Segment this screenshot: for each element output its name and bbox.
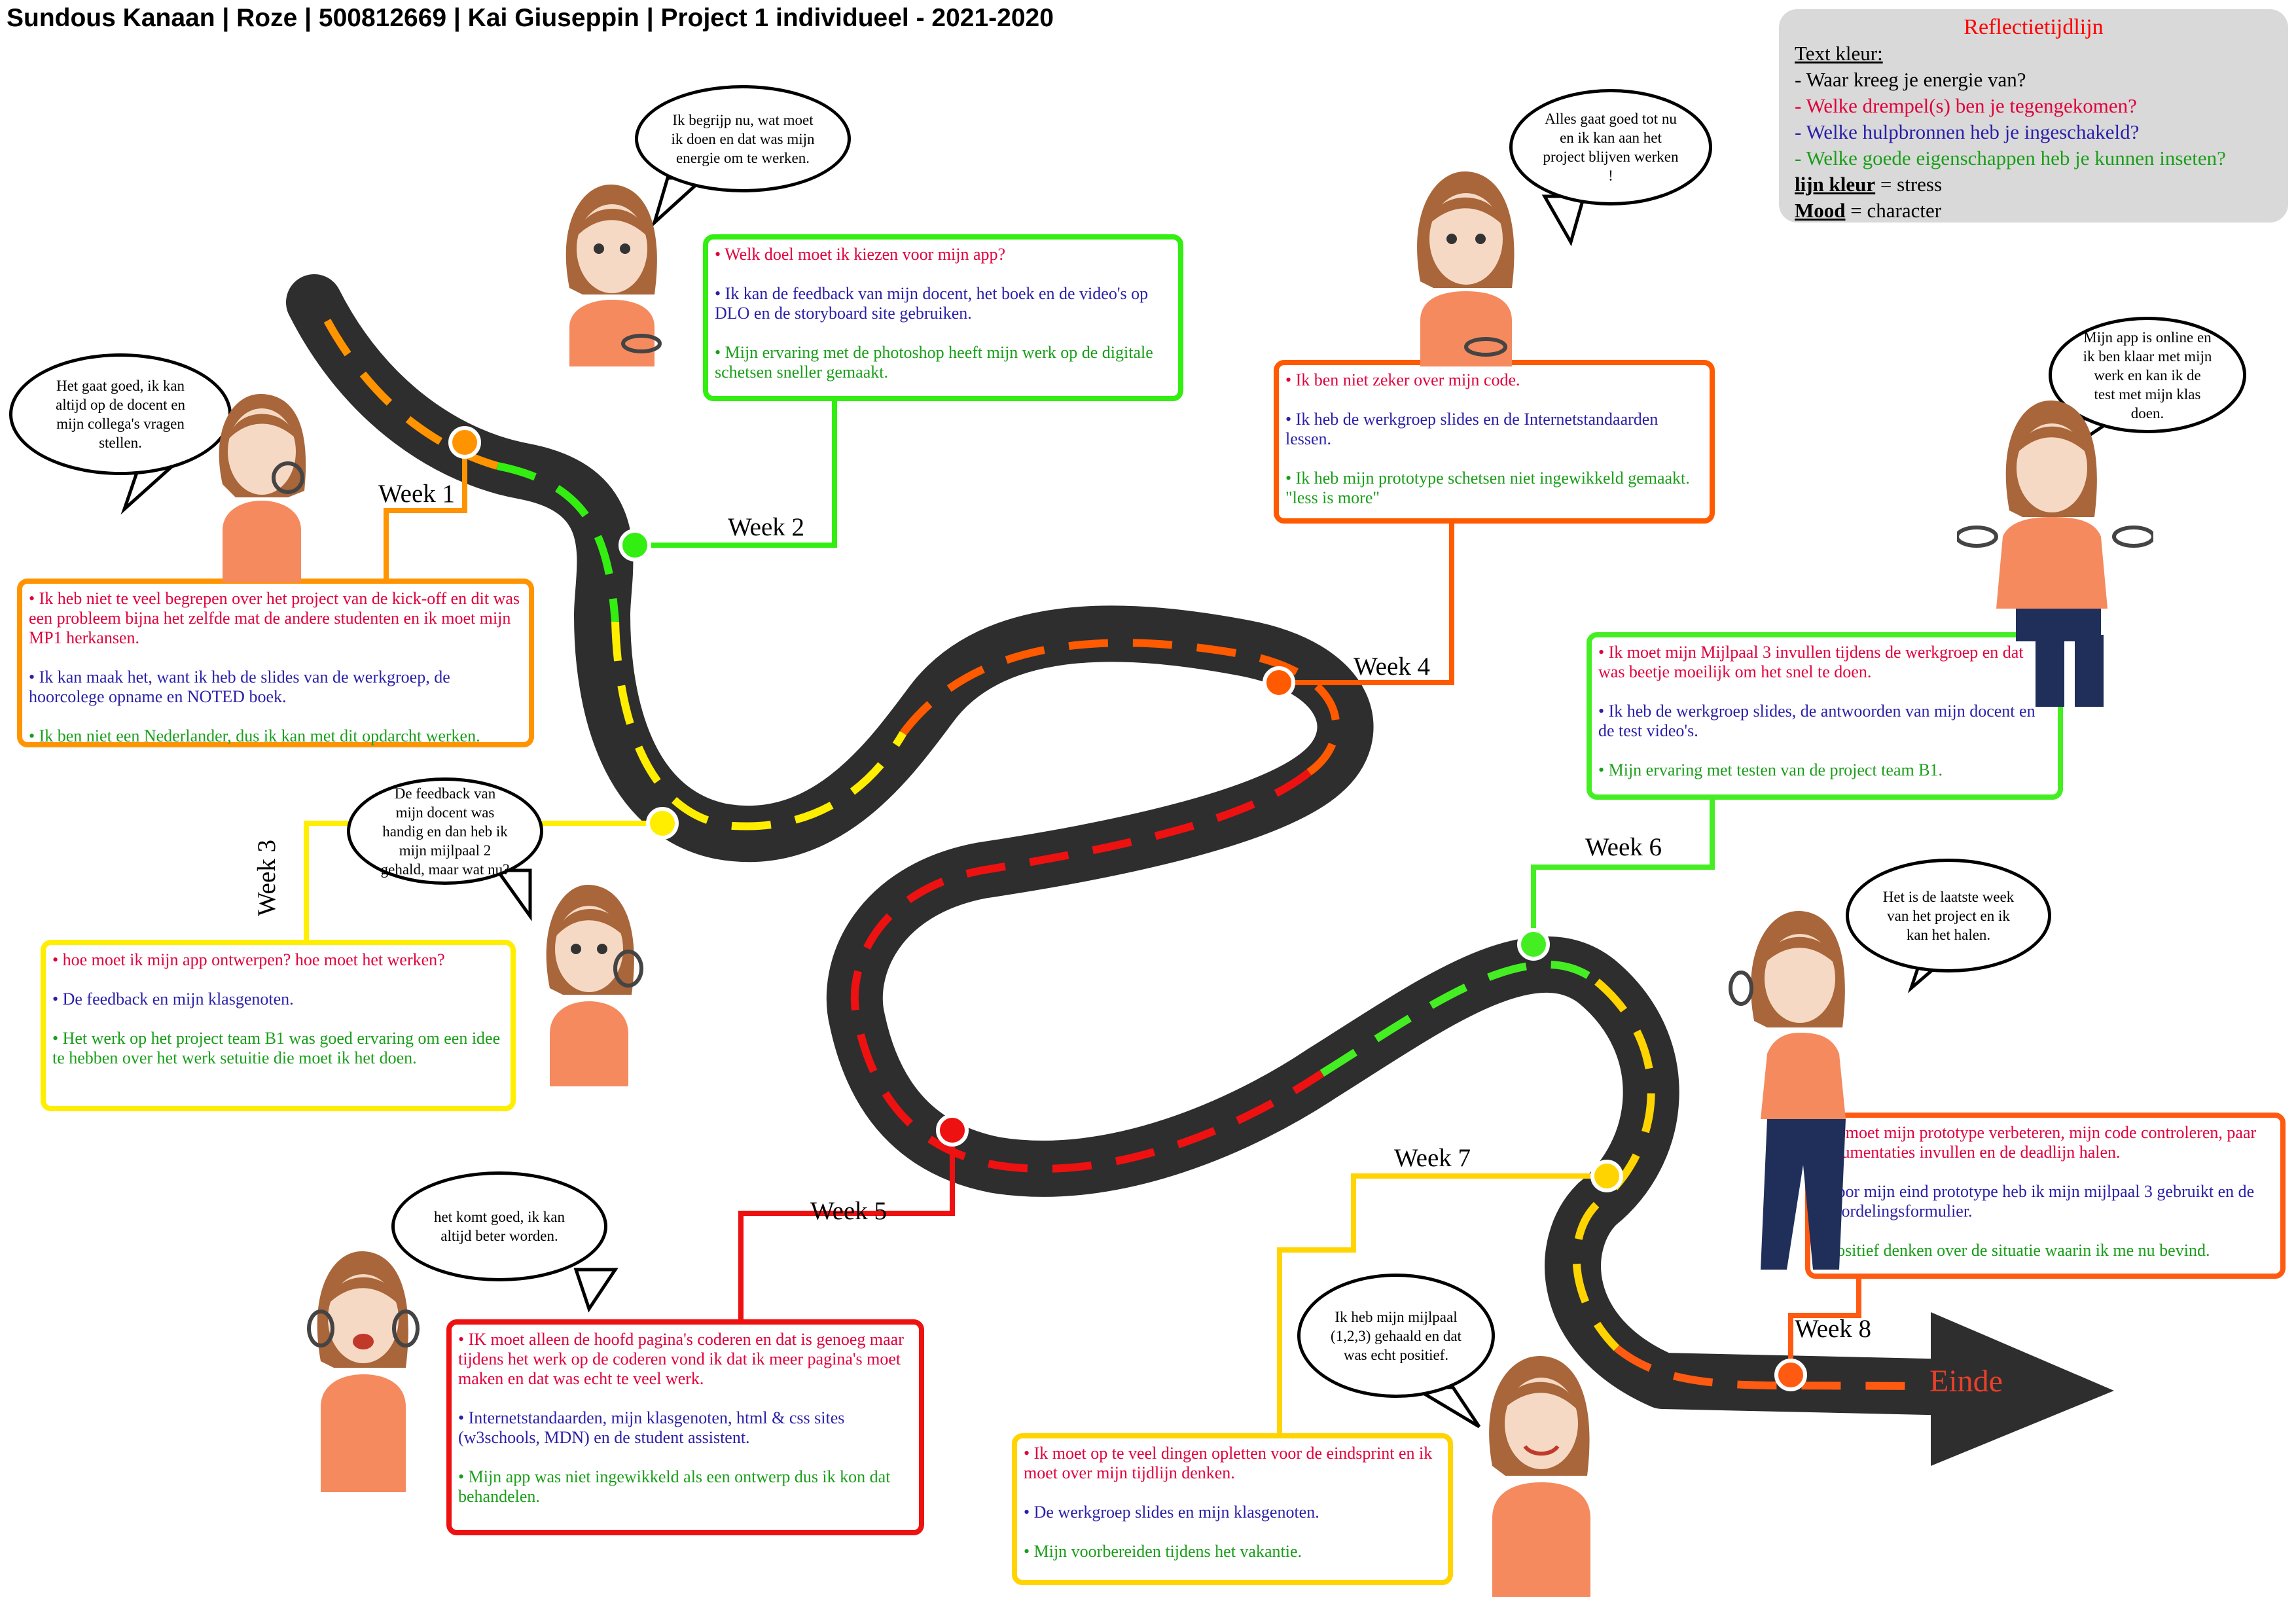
week3-drempel: • hoe moet ik mijn app ontwerpen? hoe mo… [52,950,445,969]
week2-speech-bubble: Ik begrijp nu, wat moet ik doen en dat w… [635,85,851,192]
week4-drempel: • Ik ben niet zeker over mijn code. [1285,370,1520,389]
week5-speech-bubble: het komt goed, ik kan altijd beter worde… [391,1171,607,1281]
legend-box: Reflectietijdlijn Text kleur: - Waar kre… [1779,9,2288,223]
week-label-3: Week 3 [253,839,281,916]
legend-question-1: - Waar kreeg je energie van? [1795,68,2026,91]
character-week2 [565,184,662,366]
road-line-week8 [1614,1345,1918,1390]
week2-eigenschappen: • Mijn ervaring met de photoshop heeft m… [715,343,1153,382]
week6-hulpbronnen: • Ik heb de werkgroep slides, de antwoor… [1598,702,2036,740]
connector-week5 [738,1130,955,1319]
week-label-5: Week 5 [810,1197,888,1225]
connector-week3 [304,821,662,940]
page-title: Sundous Kanaan | Roze | 500812669 | Kai … [7,4,1054,32]
week8-drempel: • Ik moet mijn prototype verbeteren, mij… [1817,1123,2257,1162]
marker-week8 [1774,1359,1807,1391]
character-week5 [307,1251,420,1492]
connector-week7 [1277,1173,1607,1433]
road-arrow [1931,1312,2114,1466]
week4-box: • Ik ben niet zeker over mijn code. • Ik… [1274,360,1715,524]
week3-hulpbronnen: • De feedback en mijn klasgenoten. [52,990,294,1008]
week6-drempel: • Ik moet mijn Mijlpaal 3 invullen tijde… [1598,643,2024,681]
legend-mood: Mood = character [1795,198,2272,224]
week1-eigenschappen: • Ik ben niet een Nederlander, dus ik ka… [29,726,480,745]
connector-week6 [1531,798,1715,944]
marker-week3 [646,807,679,840]
road-line-week6 [1319,960,1600,1077]
legend-question-4: - Welke goede eigenschappen heb je kunne… [1795,147,2226,169]
road-line-week4 [900,639,1340,776]
marker-week1 [448,426,481,459]
week8-hulpbronnen: • Voor mijn eind prototype heb ik mijn m… [1817,1182,2255,1221]
week2-hulpbronnen: • Ik kan de feedback van mijn docent, he… [715,284,1149,323]
week7-eigenschappen: • Mijn voorbereiden tijdens het vakantie… [1024,1542,1302,1561]
character-week8 [1729,910,1846,1270]
week-label-8: Week 8 [1795,1315,1872,1343]
week1-drempel: • Ik heb niet te veel begrepen over het … [29,589,520,647]
week4-hulpbronnen: • Ik heb de werkgroep slides en de Inter… [1285,410,1659,448]
marker-week6 [1517,928,1550,961]
week-label-7: Week 7 [1394,1144,1471,1172]
legend-line-color: lijn kleur = stress [1795,171,2272,198]
week5-box: • IK moet alleen de hoofd pagina's coder… [446,1319,924,1535]
week7-speech-bubble: Ik heb mijn mijlpaal (1,2,3) gehaald en … [1297,1274,1495,1398]
legend-line-value: = stress [1875,173,1943,196]
week2-box: • Welk doel moet ik kiezen voor mijn app… [703,234,1183,401]
legend-line-label: lijn kleur [1795,173,1876,196]
week3-speech-bubble: De feedback van mijn docent was handig e… [347,777,543,885]
legend-question-2: - Welke drempel(s) ben je tegengekomen? [1795,94,2137,117]
legend-text-kleur-label: Text kleur: [1795,42,1883,65]
legend-mood-value: = character [1845,199,1942,222]
connector-week2 [635,399,837,548]
week2-drempel: • Welk doel moet ik kiezen voor mijn app… [715,245,1006,264]
marker-week2 [619,529,651,562]
bubble-tail-week3 [494,868,532,921]
week6-speech-bubble: Mijn app is online en ik ben klaar met m… [2049,317,2246,433]
week4-eigenschappen: • Ik heb mijn prototype schetsen niet in… [1285,469,1690,507]
connector-week1 [384,442,467,579]
connector-week4 [1279,522,1454,685]
week1-box: • Ik heb niet te veel begrepen over het … [17,579,534,747]
character-week3 [546,884,643,1086]
road-line-week2 [496,462,619,622]
week3-box: • hoe moet ik mijn app ontwerpen? hoe mo… [41,940,516,1111]
road-line-week3 [611,621,907,830]
week8-box: • Ik moet mijn prototype verbeteren, mij… [1805,1113,2286,1279]
marker-week5 [936,1114,969,1147]
week5-eigenschappen: • Mijn app was niet ingewikkeld als een … [458,1467,891,1506]
legend-mood-label: Mood [1795,199,1846,222]
week5-hulpbronnen: • Internetstandaarden, mijn klasgenoten,… [458,1408,845,1447]
week-label-6: Week 6 [1585,833,1662,861]
road-line-week5 [850,769,1325,1173]
week7-hulpbronnen: • De werkgroep slides en mijn klasgenote… [1024,1503,1319,1522]
character-week6 [1957,400,2153,707]
connector-week8 [1788,1277,1861,1375]
bubble-tail-week5 [573,1268,619,1313]
character-week4 [1417,171,1515,366]
week6-box: • Ik moet mijn Mijlpaal 3 invullen tijde… [1587,632,2063,800]
week3-eigenschappen: • Het werk op het project team B1 was go… [52,1029,501,1067]
week1-speech-bubble: Het gaat goed, ik kan altijd op de docen… [9,353,232,475]
week5-drempel: • IK moet alleen de hoofd pagina's coder… [458,1330,904,1388]
einde-label: Einde [1929,1364,2003,1399]
marker-week7 [1590,1160,1623,1192]
legend-question-3: - Welke hulpbronnen heb je ingeschakeld? [1795,120,2140,143]
week8-speech-bubble: Het is de laatste week van het project e… [1846,859,2051,972]
week1-hulpbronnen: • Ik kan maak het, want ik heb de slides… [29,668,450,706]
week-label-2: Week 2 [728,513,805,541]
week8-eigenschappen: • Positief denken over de situatie waari… [1817,1241,2210,1260]
road-line-week7 [1572,978,1655,1351]
week-label-1: Week 1 [378,480,456,508]
character-week7 [1489,1355,1590,1597]
week6-eigenschappen: • Mijn ervaring met testen van de projec… [1598,760,1943,779]
week7-box: • Ik moet op te veel dingen opletten voo… [1012,1433,1453,1585]
week7-drempel: • Ik moet op te veel dingen opletten voo… [1024,1444,1433,1482]
marker-week4 [1263,666,1295,699]
week4-speech-bubble: Alles gaat goed tot nu en ik kan aan het… [1509,89,1712,205]
legend-title: Reflectietijdlijn [1964,15,2104,39]
bubble-tail-week4 [1541,194,1587,247]
week-label-4: Week 4 [1354,652,1431,681]
character-week1 [219,393,306,582]
